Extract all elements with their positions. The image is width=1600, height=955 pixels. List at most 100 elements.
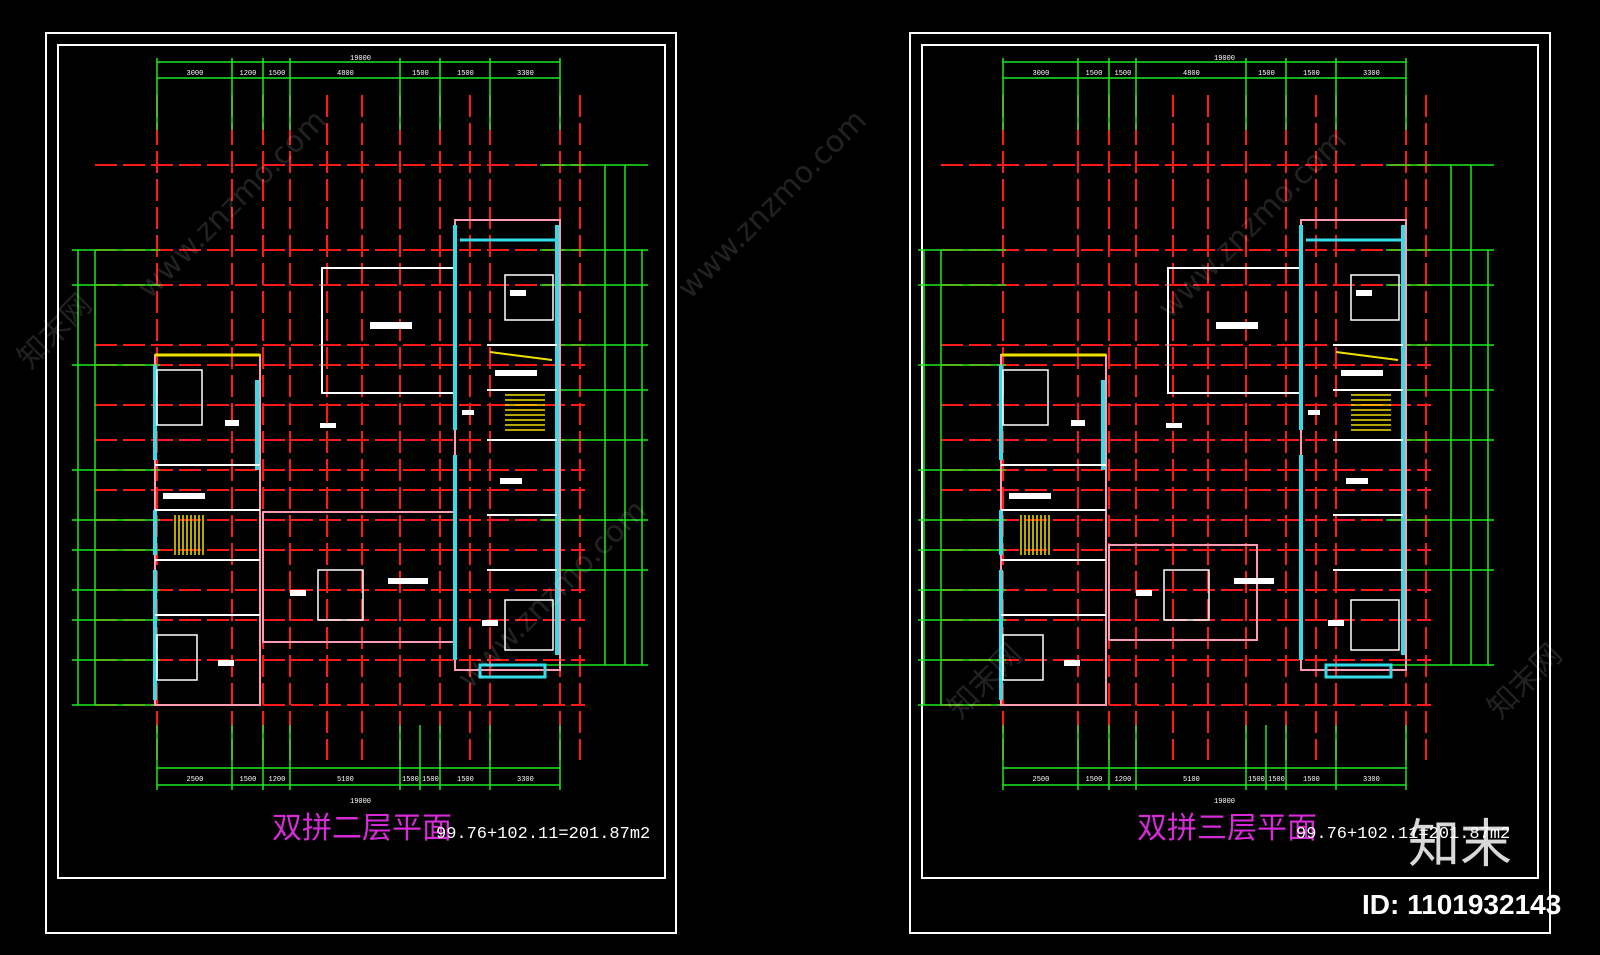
- watermark-brand: 知末网: [11, 287, 99, 375]
- room-label-block: [290, 590, 306, 596]
- top-total-dimension: 19000: [1214, 55, 1235, 63]
- dimension-label: 3300: [1363, 70, 1380, 78]
- watermark-site: www.znzmo.com: [1151, 123, 1354, 326]
- dimension-label: 3000: [1033, 70, 1050, 78]
- image-id: ID: 1101932143: [1362, 889, 1561, 920]
- dimension-label: 1500: [412, 70, 429, 78]
- room-label-block: [388, 578, 428, 584]
- room-label-block: [163, 493, 205, 499]
- room-label-block: [218, 660, 234, 666]
- room-label-block: [1216, 322, 1258, 329]
- axis-grid: [95, 95, 585, 760]
- watermark-brand: 知末网: [941, 637, 1029, 725]
- dimension-label: 4800: [1183, 70, 1200, 78]
- dimension-label: 1500: [1086, 70, 1103, 78]
- dimension-label: 3300: [517, 70, 534, 78]
- room-label-block: [462, 410, 474, 415]
- dimension-label: 5100: [337, 776, 354, 784]
- room-label-block: [500, 478, 522, 484]
- room-label-block: [1064, 660, 1080, 666]
- stair-edge: [1335, 351, 1399, 361]
- dimension-label: 1500: [240, 776, 257, 784]
- bed: [504, 599, 554, 651]
- dimension-label: 4800: [337, 70, 354, 78]
- bed: [1350, 274, 1400, 321]
- bed: [156, 634, 198, 681]
- watermark-site: www.znzmo.com: [671, 103, 874, 306]
- room-label-block: [1356, 290, 1372, 296]
- bed: [1002, 369, 1049, 426]
- sheet-title: 双拼三层平面: [1137, 811, 1317, 846]
- dimension-label: 1200: [269, 776, 286, 784]
- dimension-label: 1500: [269, 70, 286, 78]
- room-label-block: [1234, 578, 1274, 584]
- room-label-block: [1136, 590, 1152, 596]
- dimension-label: 1500: [1303, 776, 1320, 784]
- dimension-label: 1500: [457, 70, 474, 78]
- room-label-block: [482, 620, 498, 626]
- dimension-label: 2500: [187, 776, 204, 784]
- dimension-label: 1500: [1303, 70, 1320, 78]
- room-label-block: [495, 370, 537, 376]
- bed: [1163, 569, 1210, 621]
- balcony: [478, 663, 547, 679]
- inner-frame: [57, 44, 666, 879]
- wall: [154, 354, 261, 706]
- walls: [999, 219, 1407, 706]
- stair-edge: [489, 351, 553, 361]
- outer-frame: [909, 32, 1551, 934]
- bed: [317, 569, 364, 621]
- dimension-label: 1500: [1248, 776, 1265, 784]
- dimension-label: 1200: [240, 70, 257, 78]
- room-label-block: [1328, 620, 1344, 626]
- dimension-label: 1500: [1258, 70, 1275, 78]
- room-label-block: [1346, 478, 1368, 484]
- room-label-block: [1071, 420, 1085, 426]
- brand-logo: 知末: [1408, 815, 1512, 875]
- sheet-title: 双拼二层平面: [272, 811, 452, 846]
- dimension-label: 1500: [1268, 776, 1285, 784]
- terrace-outline: [321, 267, 455, 394]
- bed: [504, 274, 554, 321]
- room-label-block: [1166, 423, 1182, 428]
- dimension-label: 1500: [422, 776, 439, 784]
- room-label-block: [225, 420, 239, 426]
- watermark-brand: 知末网: [1481, 637, 1569, 725]
- inner-frame: [921, 44, 1539, 879]
- outer-frame: [45, 32, 677, 934]
- bottom-total-dimension: 19000: [350, 798, 371, 806]
- dimension-label: 3000: [187, 70, 204, 78]
- room-label-block: [1308, 410, 1320, 415]
- room-label-block: [1009, 493, 1051, 499]
- bed: [1002, 634, 1044, 681]
- wall: [1108, 544, 1258, 641]
- room-label-block: [510, 290, 526, 296]
- wall: [262, 511, 456, 643]
- room-label-block: [320, 423, 336, 428]
- bed: [1350, 599, 1400, 651]
- dimension-label: 1500: [457, 776, 474, 784]
- dimension-label: 1500: [1086, 776, 1103, 784]
- balcony: [1324, 663, 1393, 679]
- area-text: 99.76+102.11=201.87m2: [1296, 825, 1510, 844]
- bottom-total-dimension: 19000: [1214, 798, 1235, 806]
- bed: [156, 369, 203, 426]
- wall: [1300, 219, 1407, 671]
- room-label-block: [1341, 370, 1383, 376]
- dimension-label: 1500: [1115, 70, 1132, 78]
- dimension-label: 2500: [1033, 776, 1050, 784]
- walls: [153, 219, 561, 706]
- dimension-label: 3300: [517, 776, 534, 784]
- area-text: 99.76+102.11=201.87m2: [436, 825, 650, 844]
- room-label-block: [370, 322, 412, 329]
- dimension-label: 1500: [402, 776, 419, 784]
- dimension-label: 3300: [1363, 776, 1380, 784]
- axis-grid: [941, 95, 1431, 760]
- top-total-dimension: 19000: [350, 55, 371, 63]
- dimension-label: 1200: [1115, 776, 1132, 784]
